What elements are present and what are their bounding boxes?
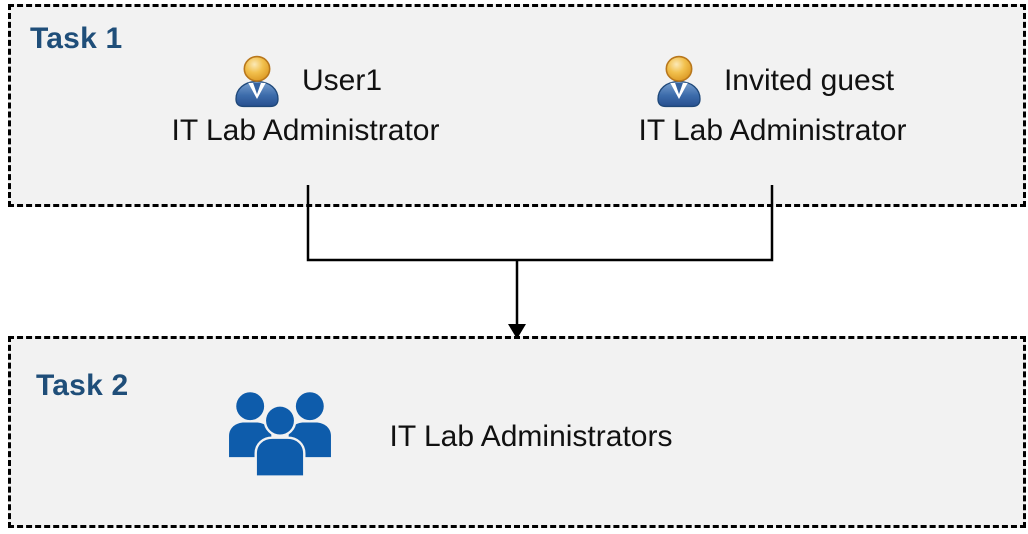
member-role: IT Lab Administrator bbox=[638, 114, 907, 147]
member-role: IT Lab Administrator bbox=[171, 114, 440, 147]
person-icon bbox=[235, 55, 279, 107]
task1-box bbox=[8, 4, 1026, 207]
group-name: IT Lab Administrators bbox=[389, 419, 673, 453]
people-group-icon bbox=[229, 392, 331, 478]
task1-label: Task 1 bbox=[30, 22, 123, 55]
member-user1-header: User1 bbox=[229, 52, 382, 110]
task2-box bbox=[8, 336, 1026, 528]
group-it-lab-administrators: IT Lab Administrators bbox=[222, 386, 676, 486]
member-name: User1 bbox=[301, 64, 383, 97]
member-user1: User1 IT Lab Administrator bbox=[133, 52, 478, 148]
task2-label: Task 2 bbox=[36, 369, 129, 402]
member-invited-guest: Invited guest IT Lab Administrator bbox=[600, 52, 945, 148]
member-invited-guest-header: Invited guest bbox=[651, 52, 894, 110]
person-icon bbox=[657, 55, 701, 107]
member-name: Invited guest bbox=[723, 64, 895, 97]
